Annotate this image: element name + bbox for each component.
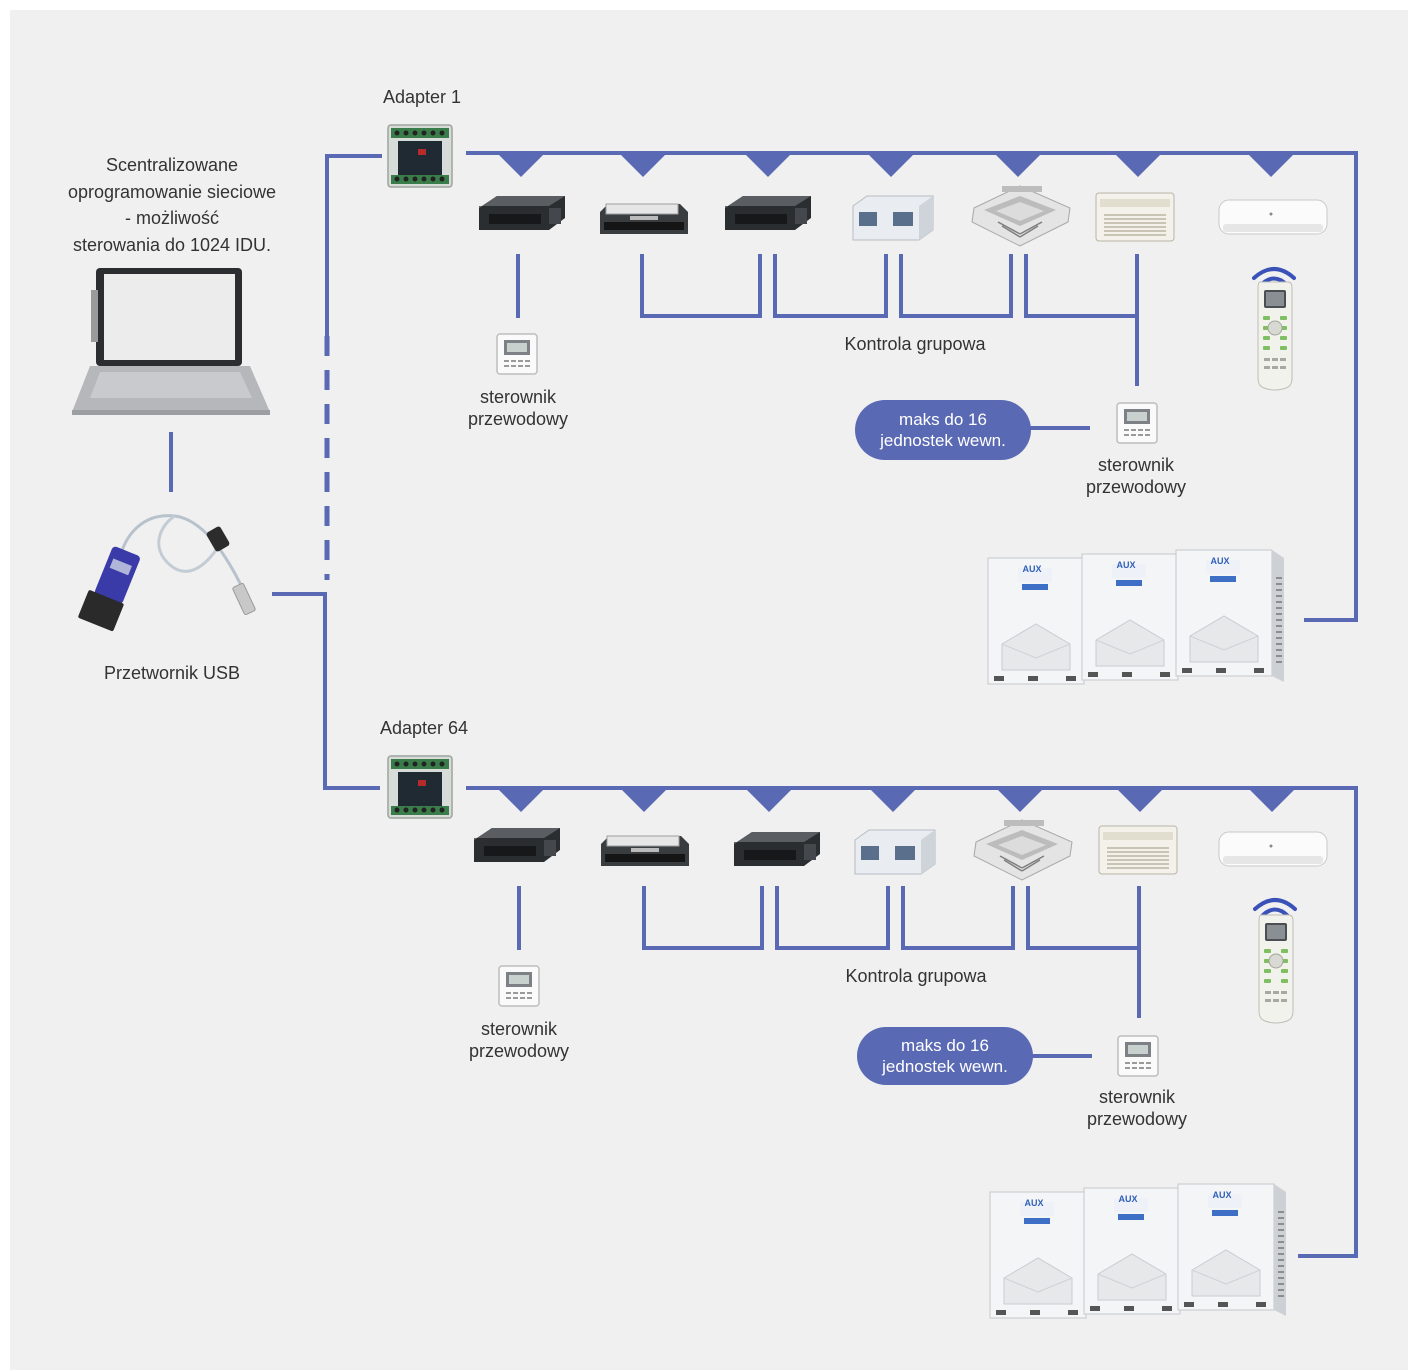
max-units-line: jednostek wewn. — [880, 431, 1006, 450]
laptop-icon — [72, 268, 270, 415]
duct-unit-icon — [600, 835, 690, 867]
wired-controller-label-line: przewodowy — [467, 409, 569, 429]
duct-unit-icon — [479, 196, 565, 230]
adapter-1-bus-line — [325, 154, 382, 336]
usb-converter-icon — [78, 514, 256, 632]
wired-controller-label: sterownik przewodowy — [448, 386, 588, 430]
floor-ceiling-unit-icon — [1098, 825, 1178, 875]
diagram-panel — [10, 10, 1408, 1370]
wall-split-unit-icon — [1218, 199, 1328, 235]
wired-controller-icon — [496, 333, 538, 375]
wired-controller-label-line: przewodowy — [1085, 477, 1187, 497]
outdoor-brand-logo: AUX — [1118, 1194, 1138, 1204]
bus-taps — [497, 788, 1296, 812]
remote-control-icon — [1258, 914, 1294, 1024]
software-label-line: oprogramowanie sieciowe — [67, 181, 277, 202]
outdoor-brand-logo: AUX — [1116, 560, 1136, 570]
software-label: Scentralizowane oprogramowanie sieciowe … — [52, 152, 292, 258]
group-control-label: Kontrola grupowa — [845, 966, 987, 986]
outdoor-brand-logo: AUX — [1024, 1198, 1044, 1208]
cassette-unit-icon — [973, 819, 1073, 881]
remote-control-icon — [1257, 281, 1293, 391]
adapter-module-icon — [387, 755, 453, 819]
group-control-lines — [642, 886, 1141, 1058]
converter-bus-line — [272, 592, 380, 790]
adapter-64-label: Adapter 64 — [379, 718, 469, 738]
wired-controller-icon — [1117, 1035, 1159, 1077]
max-units-line: maks do 16 — [901, 1036, 989, 1055]
outdoor-brand-logo: AUX — [1212, 1190, 1232, 1200]
wired-controller-label-line: sterownik — [480, 1019, 558, 1039]
duct-unit-icon — [599, 203, 689, 235]
wired-controller-label-line: przewodowy — [1086, 1109, 1188, 1129]
outdoor-brand-logo: AUX — [1210, 556, 1230, 566]
software-label-line: - możliwość — [124, 208, 219, 228]
wired-controller-label-line: sterownik — [1098, 1087, 1176, 1107]
max-units-line: maks do 16 — [899, 410, 987, 429]
duct-unit-icon — [734, 832, 820, 866]
floor-ceiling-unit-icon — [1095, 192, 1175, 242]
row-2 — [387, 755, 1358, 1318]
wired-controller-label: sterownik przewodowy — [449, 1018, 589, 1062]
max-units-line: jednostek wewn. — [882, 1057, 1008, 1076]
wired-controller-label: sterownik przewodowy — [1066, 454, 1206, 498]
wired-controller-label-line: sterownik — [1097, 455, 1175, 475]
duct-unit-icon — [854, 829, 936, 875]
adapter-1-label: Adapter 1 — [382, 87, 462, 107]
max-units-badge: maks do 16 jednostek wewn. — [857, 1027, 1033, 1085]
row-1 — [387, 124, 1358, 684]
max-units-badge: maks do 16 jednostek wewn. — [855, 400, 1031, 460]
duct-unit-icon — [725, 196, 811, 230]
cassette-unit-icon — [971, 185, 1071, 247]
duct-unit-icon — [474, 828, 560, 862]
wired-controller-label: sterownik przewodowy — [1067, 1086, 1207, 1130]
software-label-line: sterowania do 1024 IDU. — [72, 234, 272, 255]
group-control-lines — [640, 254, 1139, 430]
outdoor-brand-logo: AUX — [1022, 564, 1042, 574]
group-control-label: Kontrola grupowa — [844, 334, 986, 354]
wall-split-unit-icon — [1218, 831, 1328, 867]
wired-controller-icon — [498, 965, 540, 1007]
adapter-module-icon — [387, 124, 453, 188]
wired-controller-icon — [1116, 402, 1158, 444]
wired-controller-label-line: przewodowy — [468, 1041, 570, 1061]
wired-controller-label-line: sterownik — [479, 387, 557, 407]
converter-label: Przetwornik USB — [103, 663, 241, 683]
duct-unit-icon — [852, 195, 934, 241]
software-label-line: Scentralizowane — [105, 155, 239, 175]
bus-taps — [497, 153, 1295, 177]
